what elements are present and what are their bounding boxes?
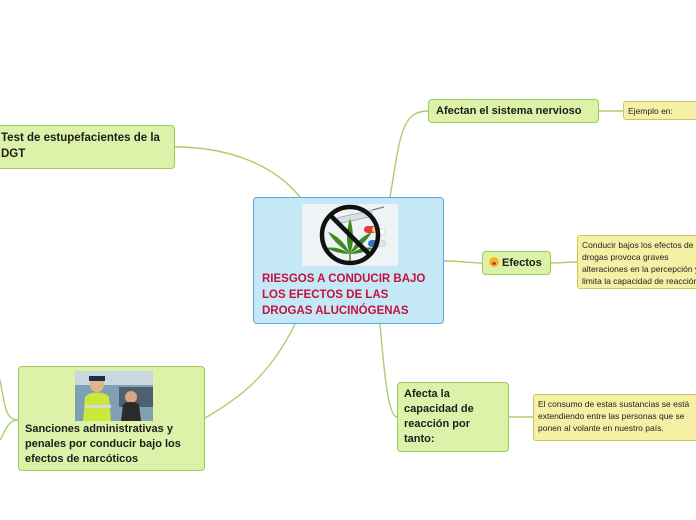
connector-central-reaction <box>380 324 397 417</box>
topic-effects[interactable]: Efectos <box>482 251 551 275</box>
connector-central-test <box>175 147 300 197</box>
topic-dgt-test[interactable]: Test de estupefacientes de la DGT <box>0 125 175 169</box>
connector-sanctions-left <box>0 380 18 420</box>
shocked-face-icon <box>489 257 499 267</box>
connector-effects-detail <box>551 262 577 263</box>
topic-dgt-test-label: Test de estupefacientes de la DGT <box>1 132 160 160</box>
topic-sanctions[interactable]: Sanciones administrativas y penales por … <box>18 366 205 471</box>
central-title: RIESGOS A CONDUCIR BAJO LOS EFECTOS DE L… <box>262 271 440 319</box>
note-reaction-detail-text: El consumo de estas sustancias se está e… <box>538 399 689 433</box>
topic-reaction-capacity-label: Afecta la capacidad de reacción por tant… <box>404 388 474 445</box>
note-example-text: Ejemplo en: <box>628 106 673 116</box>
topic-reaction-capacity[interactable]: Afecta la capacidad de reacción por tant… <box>397 382 509 452</box>
no-drugs-sign-icon <box>302 204 398 266</box>
topic-nervous-system[interactable]: Afectan el sistema nervioso <box>428 99 599 123</box>
note-example[interactable]: Ejemplo en: <box>623 101 696 120</box>
topic-effects-label: Efectos <box>502 257 542 269</box>
connector-sanctions-left-lower <box>0 420 18 440</box>
connector-central-nervous <box>390 111 428 197</box>
topic-sanctions-label: Sanciones administrativas y penales por … <box>25 422 203 467</box>
connector-central-sanctions <box>205 324 295 418</box>
topic-nervous-system-label: Afectan el sistema nervioso <box>436 105 582 117</box>
police-checkpoint-photo-icon <box>75 371 153 421</box>
connector-central-effects <box>444 261 482 263</box>
note-effects-detail-text: Conducir bajos los efectos de drogas pro… <box>582 240 696 289</box>
note-effects-detail[interactable]: Conducir bajos los efectos de drogas pro… <box>577 235 696 289</box>
central-topic[interactable]: RIESGOS A CONDUCIR BAJO LOS EFECTOS DE L… <box>253 197 444 324</box>
note-reaction-detail[interactable]: El consumo de estas sustancias se está e… <box>533 394 696 441</box>
